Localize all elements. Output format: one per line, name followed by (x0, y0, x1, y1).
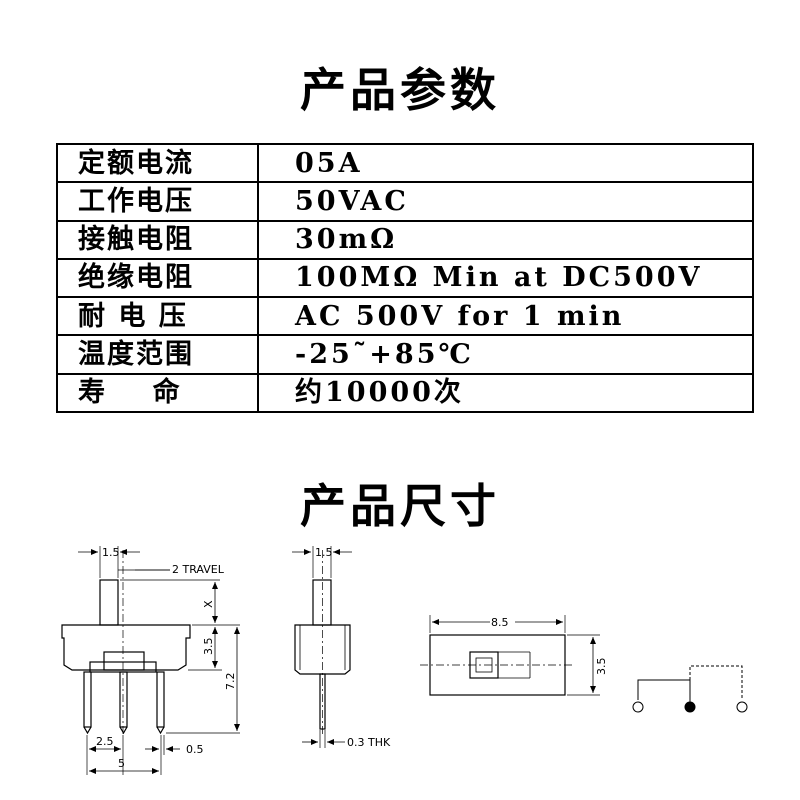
param-label: 绝缘电阻 (56, 257, 259, 299)
pin-shape (156, 671, 165, 728)
common-terminal-icon (684, 701, 696, 713)
param-value: 30mΩ (257, 219, 754, 260)
travel-label: 2 TRAVEL (172, 563, 225, 576)
table-row: 工作电压 50VAC (56, 181, 754, 222)
table-row: 耐 电 压 AC 500V for 1 min (56, 296, 754, 337)
total-height-label: 7.2 (224, 673, 237, 691)
side-body-shape (294, 624, 351, 675)
front-view (61, 546, 240, 775)
top-view (420, 615, 600, 696)
pin-label: 0.5 (186, 743, 204, 756)
terminal-icon (736, 701, 748, 713)
param-label: 接触电阻 (56, 219, 259, 260)
param-value: 05A (257, 142, 754, 184)
slot-shape (103, 651, 145, 671)
table-row: 温度范围 -25˜+85℃ (56, 334, 754, 375)
param-value: 约10000次 (257, 372, 754, 414)
param-label: 定额电流 (56, 142, 259, 184)
param-value: -25˜+85℃ (257, 334, 754, 375)
side-actuator-shape (312, 579, 332, 626)
thickness-label: 0.3 THK (347, 736, 391, 749)
table-row: 绝缘电阻 100MΩ Min at DC500V (56, 257, 754, 299)
dimension-drawing: 1.5 2 TRAVEL X 3.5 7.2 2.5 0.5 5 1.5 0.3… (61, 546, 748, 775)
table-row: 接触电阻 30mΩ (56, 219, 754, 260)
param-label: 寿 命 (56, 372, 259, 414)
span-label: 5 (118, 757, 125, 770)
body-height-label: 3.5 (202, 638, 215, 656)
terminal-icon (632, 701, 644, 713)
table-row: 定额电流 05A (56, 142, 754, 184)
x-label: X (202, 600, 215, 608)
param-value: 100MΩ Min at DC500V (257, 257, 754, 299)
side-view (292, 546, 352, 748)
dims-heading: 产品尺寸 (300, 479, 500, 533)
pitch-label: 2.5 (96, 735, 114, 748)
top-length-label: 8.5 (491, 616, 509, 629)
table-row: 寿 命 约10000次 (56, 372, 754, 414)
param-value: 50VAC (257, 181, 754, 222)
param-label: 温度范围 (56, 334, 259, 375)
pin-shape (83, 671, 92, 728)
pin-shape (119, 671, 128, 728)
actuator-shape (99, 579, 119, 626)
param-value: AC 500V for 1 min (257, 296, 754, 337)
front-top-width-label: 1.5 (102, 546, 120, 559)
params-heading: 产品参数 (300, 63, 500, 117)
body-shape (61, 624, 191, 671)
params-table: 定额电流 05A 工作电压 50VAC 接触电阻 30mΩ 绝缘电阻 100MΩ… (56, 142, 754, 414)
param-label: 工作电压 (56, 181, 259, 222)
side-top-width-label: 1.5 (315, 546, 333, 559)
top-width-label: 3.5 (595, 658, 608, 676)
switch-schematic (632, 665, 748, 713)
param-label: 耐 电 压 (56, 296, 259, 337)
